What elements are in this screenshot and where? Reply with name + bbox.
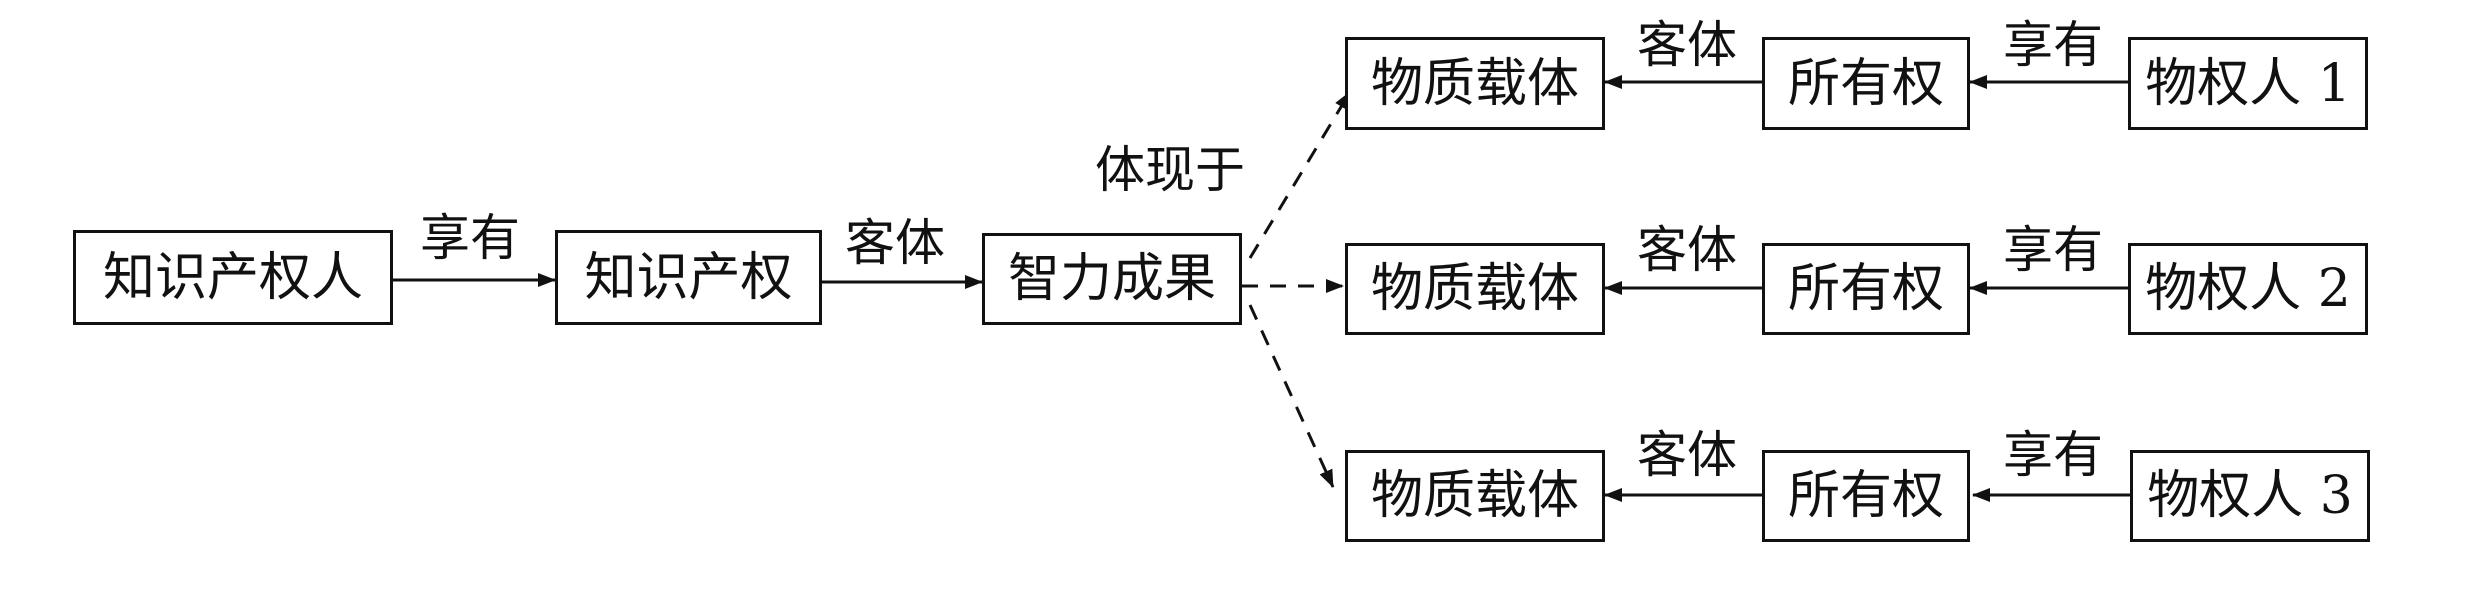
node-owner-2: 物权人 2 xyxy=(2128,243,2368,335)
node-owner-1-label: 物权人 1 xyxy=(2145,53,2351,114)
edge-label-embodied: 体现于 xyxy=(1095,141,1245,199)
node-ownership-2: 所有权 xyxy=(1762,243,1970,335)
node-owner-1: 物权人 1 xyxy=(2128,37,2368,130)
node-ip-holder: 知识产权人 xyxy=(73,230,393,325)
edge-label-enjoy-2: 享有 xyxy=(2003,221,2103,279)
node-ip-holder-label: 知识产权人 xyxy=(102,247,363,308)
node-owner-3: 物权人 3 xyxy=(2130,450,2370,542)
edge-label-object-2: 客体 xyxy=(1637,221,1737,279)
node-carrier-2-label: 物质载体 xyxy=(1370,259,1579,319)
node-ownership-2-label: 所有权 xyxy=(1787,259,1944,319)
node-owner-2-label: 物权人 2 xyxy=(2145,259,2351,319)
dashed-arrow-to-carrier-1 xyxy=(1248,91,1352,259)
node-ownership-3: 所有权 xyxy=(1762,450,1970,542)
node-carrier-3: 物质载体 xyxy=(1345,450,1605,542)
node-ip: 知识产权 xyxy=(555,230,822,325)
node-carrier-3-label: 物质载体 xyxy=(1370,466,1579,526)
node-carrier-2: 物质载体 xyxy=(1345,243,1605,335)
node-ip-label: 知识产权 xyxy=(584,247,793,308)
node-ownership-3-label: 所有权 xyxy=(1787,466,1944,526)
edge-label-enjoy-3: 享有 xyxy=(2003,426,2103,484)
node-intellectual-achievement-label: 智力成果 xyxy=(1007,249,1216,309)
node-carrier-1-label: 物质载体 xyxy=(1370,53,1579,114)
node-ownership-1-label: 所有权 xyxy=(1787,53,1944,114)
edge-label-object-1: 客体 xyxy=(1637,16,1737,74)
edge-label-enjoy-1: 享有 xyxy=(2003,16,2103,74)
edge-label-object-main: 客体 xyxy=(845,214,945,272)
node-intellectual-achievement: 智力成果 xyxy=(982,233,1242,325)
node-carrier-1: 物质载体 xyxy=(1345,37,1605,130)
edge-label-object-3: 客体 xyxy=(1637,426,1737,484)
node-ownership-1: 所有权 xyxy=(1762,37,1970,130)
dashed-arrow-to-carrier-3 xyxy=(1248,304,1335,488)
node-owner-3-label: 物权人 3 xyxy=(2147,466,2353,526)
edge-label-enjoy-main: 享有 xyxy=(420,209,520,267)
